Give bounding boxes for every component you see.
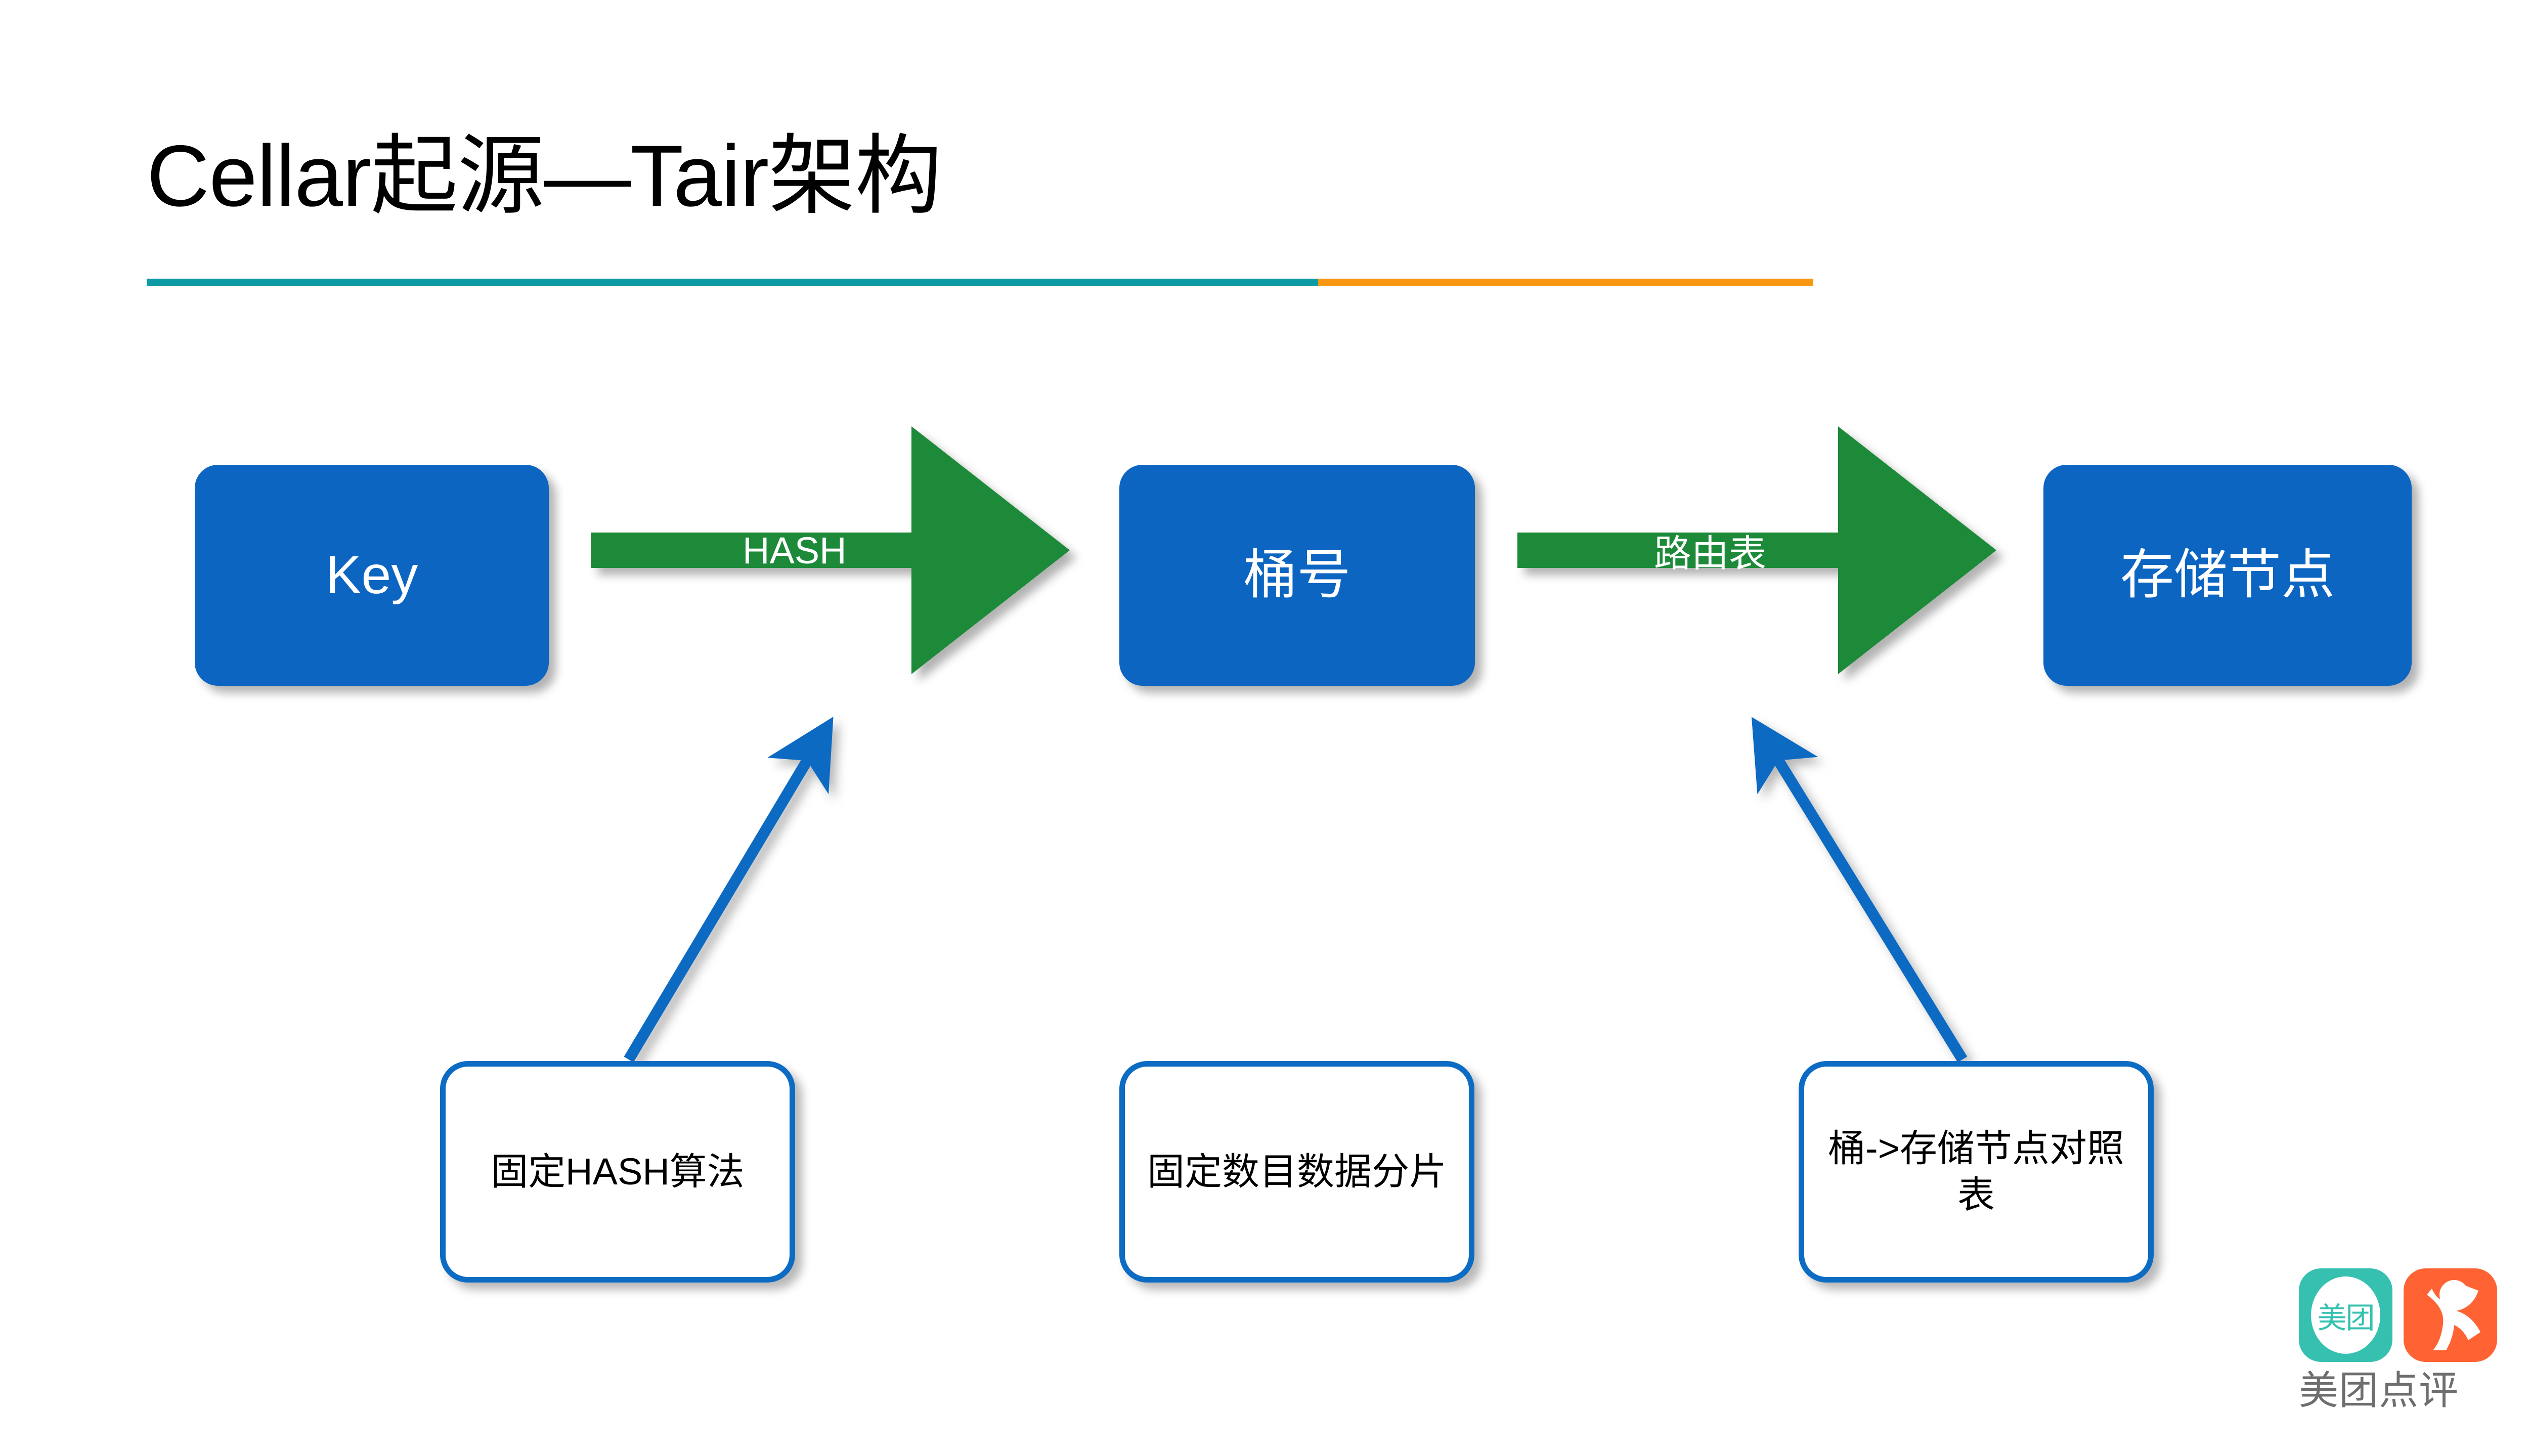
callout-bucket-map-text: 桶->存储节点对照表 — [1828, 1127, 2124, 1216]
node-box-key-label: Key — [325, 545, 418, 605]
logo-wordmark: 美团点评 — [2299, 1368, 2459, 1414]
page-title: Cellar起源—Tair架构 — [147, 127, 942, 225]
callout-hash-algorithm-text: 固定HASH算法 — [491, 1150, 745, 1193]
node-box-storage-node-label: 存储节点 — [2120, 545, 2335, 605]
node-box-key[interactable]: Key — [195, 465, 549, 686]
node-box-bucket-label: 桶号 — [1243, 545, 1351, 605]
connector-arrow-route — [1751, 717, 1968, 1063]
meituan-app-icon: 美团 — [2299, 1268, 2392, 1362]
process-arrow-hash[interactable]: HASH — [591, 424, 1074, 677]
meituan-dianping-logo: 美团 美团点评 — [2299, 1268, 2521, 1435]
logo-mark-row: 美团 — [2299, 1268, 2521, 1362]
process-arrow-route[interactable]: 路由表 — [1517, 424, 2000, 677]
meituan-icon-label: 美团 — [2317, 1300, 2375, 1335]
meituan-disc-shape — [2311, 1276, 2380, 1354]
callout-fixed-shard-text: 固定数目数据分片 — [1147, 1150, 1447, 1193]
callout-bucket-map[interactable]: 桶->存储节点对照表 — [1799, 1061, 2154, 1283]
node-box-storage-node[interactable]: 存储节点 — [2043, 465, 2412, 686]
divider-segment-accent — [1318, 279, 1813, 286]
connector-arrow-hash — [624, 717, 834, 1063]
dianping-person-icon — [2427, 1280, 2480, 1350]
node-box-bucket[interactable]: 桶号 — [1119, 465, 1475, 686]
callout-hash-algorithm[interactable]: 固定HASH算法 — [440, 1061, 795, 1283]
callout-fixed-shard[interactable]: 固定数目数据分片 — [1119, 1061, 1474, 1283]
dianping-app-icon — [2404, 1268, 2497, 1362]
divider-segment-primary — [147, 279, 1319, 286]
title-divider — [147, 279, 1813, 286]
